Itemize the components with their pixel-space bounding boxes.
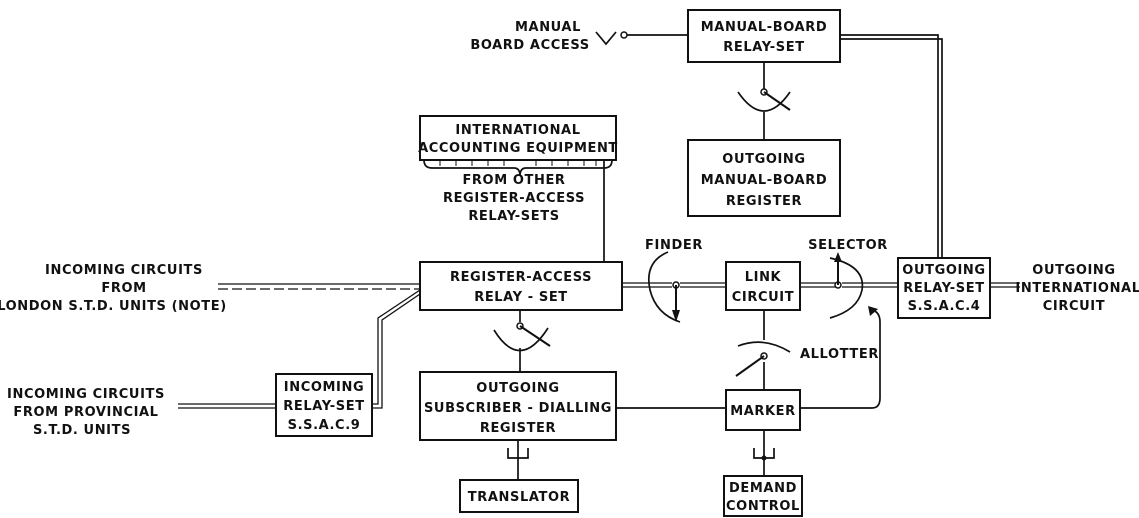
outgoing-manual-board-register-line-3: REGISTER	[726, 194, 802, 209]
incoming-provincial-line-1: INCOMING CIRCUITS	[7, 387, 165, 402]
manual-board-relay-set-block: MANUAL-BOARD RELAY-SET	[687, 9, 841, 63]
selector-label: SELECTOR	[808, 238, 888, 253]
manual-board-access-line-1: MANUAL	[515, 20, 581, 35]
manual-board-access-key-icon	[595, 31, 628, 46]
incoming-relay-set-line-2: RELAY-SET	[283, 399, 364, 414]
finder-label: FINDER	[645, 238, 703, 253]
manual-board-access-line-2: BOARD ACCESS	[470, 38, 589, 53]
outgoing-sd-register-line-3: REGISTER	[480, 421, 556, 436]
incoming-relay-set-line-1: INCOMING	[284, 380, 364, 395]
incoming-london-line-2: FROM	[101, 281, 146, 296]
outgoing-manual-board-register-line-2: MANUAL-BOARD	[701, 173, 827, 188]
link-circuit-line-2: CIRCUIT	[732, 290, 794, 305]
allotter-label: ALLOTTER	[800, 347, 879, 362]
finder-switch-icon	[648, 251, 681, 323]
demand-control-block: DEMAND CONTROL	[723, 475, 803, 517]
outgoing-manual-board-register-line-1: OUTGOING	[722, 152, 805, 167]
translator-block: TRANSLATOR	[459, 479, 579, 513]
incoming-provincial-line-2: FROM PROVINCIAL	[13, 405, 158, 420]
demand-control-line-2: CONTROL	[726, 499, 800, 514]
outgoing-international-label: OUTGOING INTERNATIONAL CIRCUIT	[1015, 263, 1139, 314]
marker-block: MARKER	[725, 389, 801, 431]
register-access-switch-icon	[493, 322, 551, 352]
manual-board-relay-set-line-1: MANUAL-BOARD	[701, 20, 827, 35]
incoming-relay-set-ssac9-block: INCOMING RELAY-SET S.S.A.C.9	[275, 373, 373, 437]
allotter-switch-icon	[735, 341, 791, 377]
outgoing-international-line-3: CIRCUIT	[1043, 299, 1105, 314]
selector-switch-icon	[829, 252, 864, 319]
outgoing-relay-set-ssac4-block: OUTGOING RELAY-SET S.S.A.C.4	[897, 257, 991, 319]
from-other-line-3: RELAY-SETS	[468, 209, 559, 224]
register-access-relay-set-line-1: REGISTER-ACCESS	[450, 270, 592, 285]
manual-board-relay-set-line-2: RELAY-SET	[723, 40, 804, 55]
link-circuit-block: LINK CIRCUIT	[725, 261, 801, 311]
from-other-line-2: REGISTER-ACCESS	[443, 191, 585, 206]
outgoing-subscriber-dialling-register-block: OUTGOING SUBSCRIBER - DIALLING REGISTER	[419, 371, 617, 441]
outgoing-sd-register-line-1: OUTGOING	[476, 381, 559, 396]
register-access-relay-set-line-2: RELAY - SET	[474, 290, 568, 305]
outgoing-sd-register-line-2: SUBSCRIBER - DIALLING	[424, 401, 612, 416]
connection-lines	[178, 34, 1020, 480]
accounting-equipment-line-1: INTERNATIONAL	[455, 123, 580, 138]
outgoing-relay-set-line-1: OUTGOING	[902, 263, 985, 278]
link-circuit-line-1: LINK	[745, 270, 782, 285]
incoming-provincial-label: INCOMING CIRCUITS FROM PROVINCIAL S.T.D.…	[7, 387, 165, 438]
incoming-london-line-1: INCOMING CIRCUITS	[45, 263, 203, 278]
international-accounting-equipment-block: INTERNATIONAL ACCOUNTING EQUIPMENT	[418, 115, 618, 161]
incoming-london-line-3: LONDON S.T.D. UNITS (NOTE)	[0, 299, 227, 314]
outgoing-manual-board-register-block: OUTGOING MANUAL-BOARD REGISTER	[687, 139, 841, 217]
accounting-equipment-line-2: ACCOUNTING EQUIPMENT	[418, 141, 618, 156]
register-access-relay-set-block: REGISTER-ACCESS RELAY - SET	[419, 261, 623, 311]
manual-board-switch-icon	[737, 88, 791, 112]
incoming-provincial-line-3: S.T.D. UNITS	[33, 423, 131, 438]
manual-board-access-label: MANUAL BOARD ACCESS	[470, 20, 589, 53]
incoming-london-label: INCOMING CIRCUITS FROM LONDON S.T.D. UNI…	[0, 263, 227, 314]
outgoing-relay-set-line-2: RELAY-SET	[903, 281, 984, 296]
marker-label: MARKER	[730, 404, 796, 419]
from-other-register-access-label: FROM OTHER REGISTER-ACCESS RELAY-SETS	[443, 173, 585, 224]
from-other-line-1: FROM OTHER	[462, 173, 565, 188]
demand-control-line-1: DEMAND	[729, 481, 797, 496]
translator-label: TRANSLATOR	[468, 490, 570, 505]
outgoing-relay-set-line-3: S.S.A.C.4	[908, 299, 981, 314]
outgoing-international-line-2: INTERNATIONAL	[1015, 281, 1139, 296]
incoming-relay-set-line-3: S.S.A.C.9	[288, 418, 361, 433]
outgoing-international-line-1: OUTGOING	[1032, 263, 1115, 278]
